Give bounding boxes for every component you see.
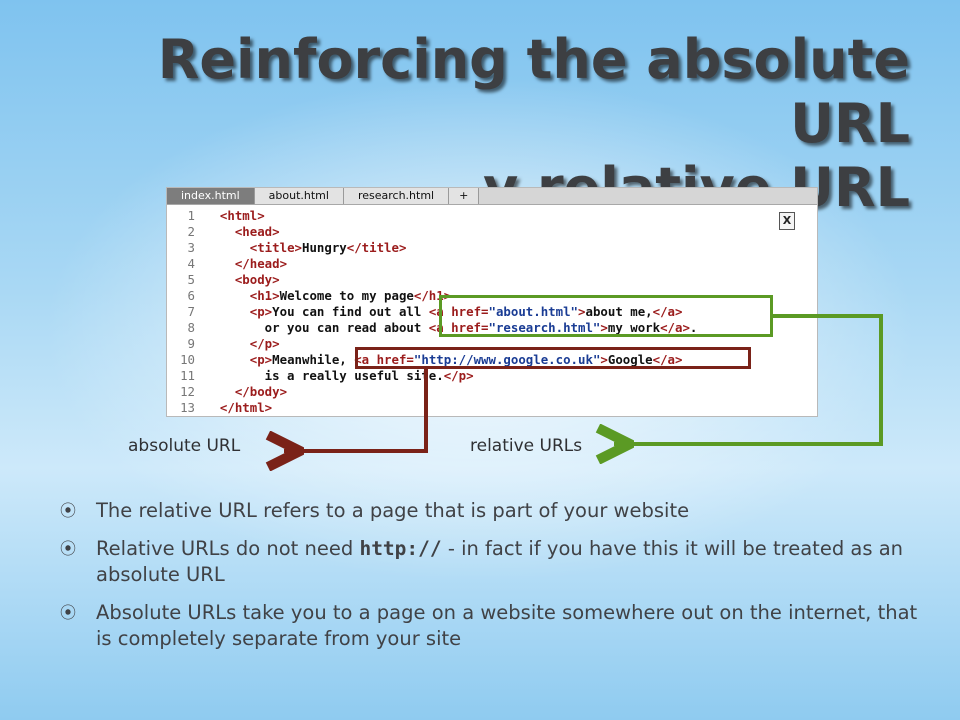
- line-number: 7: [187, 304, 195, 319]
- code-tag: <p>: [249, 304, 273, 319]
- line-number: 3: [187, 240, 195, 255]
- code-string: "about.html": [488, 304, 579, 319]
- line-number: 9: [187, 336, 195, 351]
- code-tag: <title>: [249, 240, 302, 255]
- code-text: about me,: [585, 304, 653, 319]
- code-tag: <head>: [234, 224, 280, 239]
- code-line: 7 <p>You can find out all <a href="about…: [167, 304, 697, 320]
- code-text: You can find out all: [272, 304, 429, 319]
- code-tag: </a>: [652, 352, 683, 367]
- tab-index-html[interactable]: index.html: [167, 188, 255, 204]
- line-number: 2: [187, 224, 195, 239]
- absolute-url-label: absolute URL: [128, 436, 241, 456]
- tab-about-html[interactable]: about.html: [254, 188, 344, 204]
- absolute-arrow: [284, 369, 428, 451]
- code-line: 10 <p>Meanwhile, <a href="http://www.goo…: [167, 352, 697, 368]
- code-tag: </head>: [234, 256, 288, 271]
- code-string: "research.html": [488, 320, 601, 335]
- code-tag: <h1>: [249, 288, 280, 303]
- code-text: Google: [607, 352, 653, 367]
- code-tag: >: [600, 352, 608, 367]
- code-tag: <body>: [234, 272, 280, 287]
- line-number: 10: [180, 352, 195, 367]
- code-text: or you can read about: [205, 320, 429, 335]
- code-tag: </p>: [249, 336, 280, 351]
- title-line-1: Reinforcing the absolute URL: [157, 28, 910, 155]
- bullet-text-post: - in fact if you have this it will be tr…: [96, 537, 904, 586]
- line-number: 6: [187, 288, 195, 303]
- line-number: 1: [187, 208, 195, 223]
- slide-title: Reinforcing the absolute URL v relative …: [60, 28, 910, 220]
- code-tag: >: [600, 320, 608, 335]
- code-tag: </html>: [219, 400, 273, 415]
- line-number: 12: [180, 384, 195, 399]
- code-line: 3 <title>Hungry</title>: [167, 240, 697, 256]
- bullet-marker: ⦿: [60, 539, 77, 558]
- absolute-url-highlight: [355, 347, 751, 369]
- code-line: 12 </body>: [167, 384, 697, 400]
- line-number: 13: [180, 400, 195, 415]
- code-tag: <p>: [249, 352, 273, 367]
- line-number: 4: [187, 256, 195, 271]
- code-tag: </a>: [652, 304, 683, 319]
- bullet-item: ⦿ The relative URL refers to a page that…: [60, 498, 920, 524]
- code-line: 5 <body>: [167, 272, 697, 288]
- code-tag: <html>: [219, 208, 265, 223]
- code-tag: </p>: [443, 368, 474, 383]
- code-line: 1 <html>: [167, 208, 697, 224]
- code-text: my work: [607, 320, 661, 335]
- code-line: 8 or you can read about <a href="researc…: [167, 320, 698, 336]
- relative-url-highlight: [439, 295, 773, 337]
- tab-research-html[interactable]: research.html: [343, 188, 450, 204]
- line-number: 5: [187, 272, 195, 287]
- code-line: 4 </head>: [167, 256, 697, 272]
- relative-arrow: [614, 314, 883, 444]
- bullet-text: Relative URLs do not need http:// - in f…: [96, 536, 920, 588]
- code-area[interactable]: 1 <html>2 <head>3 <title>Hungry</title>4…: [167, 208, 697, 416]
- relative-urls-label: relative URLs: [470, 436, 583, 456]
- line-number: 11: [180, 368, 195, 383]
- code-tag: >: [578, 304, 586, 319]
- code-text: Meanwhile,: [272, 352, 355, 367]
- code-text: Hungry: [301, 240, 347, 255]
- line-number: 8: [187, 320, 195, 335]
- code-line: 13 </html>: [167, 400, 697, 416]
- bullet-item: ⦿ Absolute URLs take you to a page on a …: [60, 600, 920, 652]
- code-tag: </body>: [234, 384, 288, 399]
- bullet-text-pre: Relative URLs do not need: [96, 537, 360, 560]
- close-icon[interactable]: X: [779, 212, 795, 230]
- code-text: .: [689, 320, 698, 335]
- bullet-list: ⦿ The relative URL refers to a page that…: [60, 498, 920, 664]
- code-tag: </title>: [346, 240, 407, 255]
- code-tag: </a>: [660, 320, 690, 335]
- code-string: "http://www.google.co.uk": [413, 352, 601, 367]
- bullet-text: The relative URL refers to a page that i…: [96, 499, 690, 522]
- new-tab-button[interactable]: +: [449, 188, 480, 204]
- code-text: Welcome to my page: [279, 288, 414, 303]
- bullet-marker: ⦿: [60, 603, 77, 622]
- code-line: 2 <head>: [167, 224, 697, 240]
- code-line: 9 </p>: [167, 336, 697, 352]
- bullet-text: Absolute URLs take you to a page on a we…: [96, 601, 918, 650]
- bullet-marker: ⦿: [60, 501, 77, 520]
- code-editor-screenshot: index.html about.html research.html + 1 …: [166, 187, 818, 417]
- bullet-item: ⦿ Relative URLs do not need http:// - in…: [60, 536, 920, 588]
- editor-tab-bar: index.html about.html research.html +: [167, 188, 817, 205]
- code-snippet: http://: [359, 537, 442, 560]
